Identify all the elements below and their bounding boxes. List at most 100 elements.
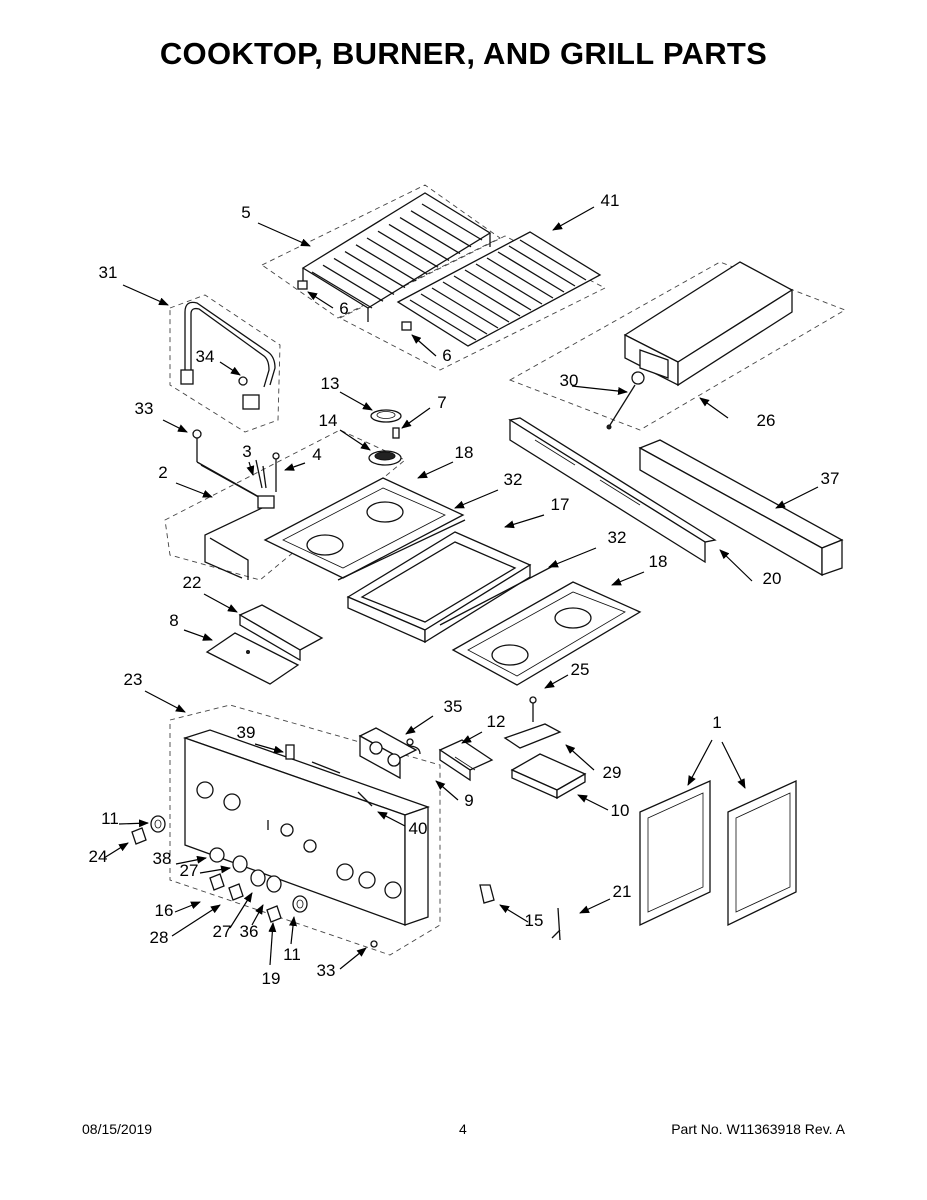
leader-arrow bbox=[552, 206, 595, 231]
leader-arrow bbox=[377, 811, 406, 827]
leader-arrow bbox=[687, 739, 713, 786]
callout-c27a: 27 bbox=[180, 861, 199, 880]
leader-arrow bbox=[544, 674, 569, 689]
callout-c18b: 18 bbox=[649, 552, 668, 571]
leader-arrow bbox=[171, 904, 221, 937]
callout-c36: 36 bbox=[240, 922, 259, 941]
callout-c34: 34 bbox=[196, 347, 215, 366]
callout-c38: 38 bbox=[153, 849, 172, 868]
callout-c35: 35 bbox=[444, 697, 463, 716]
callout-c37: 37 bbox=[821, 469, 840, 488]
electronics-housing bbox=[510, 753, 587, 800]
callout-c23: 23 bbox=[124, 670, 143, 689]
leader-arrow bbox=[719, 549, 753, 582]
callout-c33b: 33 bbox=[317, 961, 336, 980]
leader-arrow bbox=[721, 741, 746, 789]
callout-c39: 39 bbox=[237, 723, 256, 742]
leader-arrow bbox=[417, 461, 454, 479]
leader-arrow bbox=[435, 780, 459, 801]
callout-c24: 24 bbox=[89, 847, 108, 866]
leader-arrow bbox=[175, 855, 207, 865]
igniter-box bbox=[438, 739, 494, 782]
callout-c3: 3 bbox=[242, 442, 251, 461]
leader-arrows bbox=[103, 206, 819, 970]
leader-arrow bbox=[219, 361, 241, 376]
control-panel bbox=[182, 729, 430, 926]
valve-bracket bbox=[358, 727, 421, 780]
grill-assembly bbox=[606, 261, 794, 430]
leader-arrow bbox=[339, 429, 371, 451]
leader-arrow bbox=[144, 690, 186, 713]
callout-c41: 41 bbox=[601, 191, 620, 210]
callout-c8: 8 bbox=[169, 611, 178, 630]
clips bbox=[479, 884, 561, 941]
leader-arrow bbox=[504, 514, 545, 529]
leader-arrow bbox=[175, 482, 213, 498]
callout-c4: 4 bbox=[312, 445, 321, 464]
callout-c31: 31 bbox=[99, 263, 118, 282]
footer-date: 08/15/2019 bbox=[82, 1121, 153, 1137]
leader-arrow bbox=[257, 222, 311, 247]
leader-arrow bbox=[454, 489, 499, 509]
burner-pan-lower bbox=[439, 564, 642, 686]
callout-c11b: 11 bbox=[283, 945, 301, 964]
leader-arrow bbox=[401, 407, 431, 429]
burner-pan-upper bbox=[263, 477, 465, 579]
callout-c21: 21 bbox=[613, 882, 632, 901]
callout-c18a: 18 bbox=[455, 443, 474, 462]
part-number: Part No. W11363918 Rev. A bbox=[671, 1121, 845, 1137]
leader-arrow bbox=[251, 904, 264, 926]
leader-arrow bbox=[254, 743, 284, 754]
callout-c1: 1 bbox=[712, 713, 721, 732]
leader-arrow bbox=[174, 901, 201, 913]
leader-arrow bbox=[122, 284, 169, 306]
callout-c40: 40 bbox=[409, 819, 428, 838]
callout-c33a: 33 bbox=[135, 399, 154, 418]
callout-c29: 29 bbox=[603, 763, 622, 782]
callout-c26: 26 bbox=[757, 411, 776, 430]
leader-arrow bbox=[199, 865, 231, 874]
drip-tray bbox=[337, 519, 532, 644]
callout-c17: 17 bbox=[551, 495, 570, 514]
leader-arrow bbox=[246, 461, 255, 476]
callout-c11a: 11 bbox=[101, 809, 119, 828]
callout-c12: 12 bbox=[487, 712, 506, 731]
leader-arrow bbox=[461, 731, 483, 744]
leader-arrow bbox=[307, 291, 334, 309]
callout-c16: 16 bbox=[155, 901, 174, 920]
callout-c13: 13 bbox=[321, 374, 340, 393]
leader-arrow bbox=[339, 391, 373, 411]
callout-c6b: 6 bbox=[442, 346, 451, 365]
leader-arrow bbox=[611, 571, 645, 586]
callout-c22: 22 bbox=[183, 573, 202, 592]
page-number: 4 bbox=[459, 1121, 467, 1137]
callout-c15: 15 bbox=[525, 911, 544, 930]
leader-arrow bbox=[571, 385, 628, 396]
leader-arrow bbox=[284, 462, 306, 471]
wiring-igniter bbox=[192, 429, 280, 580]
callout-c19: 19 bbox=[262, 969, 281, 988]
knobs-and-bezels bbox=[131, 815, 378, 948]
callout-c6a: 6 bbox=[339, 299, 348, 318]
leader-arrow bbox=[268, 922, 277, 966]
callout-c10: 10 bbox=[611, 801, 630, 820]
callout-c32a: 32 bbox=[504, 470, 523, 489]
spark-module bbox=[205, 604, 324, 685]
leader-arrow bbox=[118, 819, 149, 828]
spark-bracket bbox=[503, 696, 562, 749]
page-title: COOKTOP, BURNER, AND GRILL PARTS bbox=[159, 36, 768, 71]
callout-c28: 28 bbox=[150, 928, 169, 947]
burner-tube bbox=[180, 301, 276, 410]
callout-c9: 9 bbox=[464, 791, 473, 810]
leader-arrow bbox=[775, 486, 819, 509]
leader-arrow bbox=[183, 629, 213, 641]
leader-arrow bbox=[103, 842, 129, 859]
leader-arrow bbox=[229, 892, 253, 929]
callout-c2: 2 bbox=[158, 463, 167, 482]
burner-grate bbox=[297, 192, 492, 322]
leader-arrow bbox=[699, 397, 729, 419]
leader-arrow bbox=[289, 916, 297, 945]
callout-c32b: 32 bbox=[608, 528, 627, 547]
